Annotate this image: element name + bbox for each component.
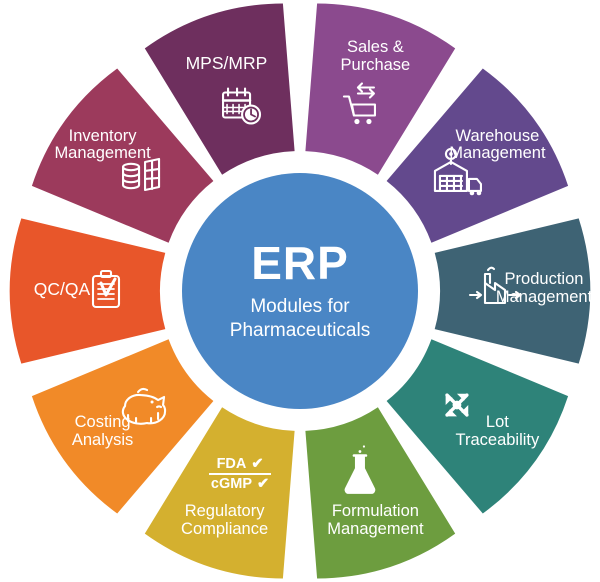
piggy-bank-icon	[121, 387, 167, 425]
clipboard-check-icon	[91, 269, 121, 309]
petal-lot-traceability[interactable]	[386, 339, 569, 514]
erlenmeyer-flask-icon	[344, 445, 376, 494]
four-way-arrows-icon	[445, 393, 469, 417]
petal-production-management[interactable]	[434, 218, 591, 364]
warehouse-truck-pin-icon	[433, 147, 482, 196]
petal-regulatory-compliance[interactable]	[144, 407, 295, 579]
petal-warehouse-management[interactable]	[386, 68, 569, 243]
petal-sales-purchase[interactable]	[305, 3, 456, 175]
factory-arrows-icon	[468, 266, 522, 305]
database-building-icon	[122, 157, 161, 192]
petal-qc-qa[interactable]	[9, 218, 166, 364]
petal-formulation-management[interactable]	[305, 407, 456, 579]
petal-inventory-management[interactable]	[31, 68, 214, 243]
calendar-clock-icon	[221, 87, 262, 125]
shopping-cart-exchange-icon	[342, 82, 376, 125]
petal-costing-analysis[interactable]	[31, 339, 214, 514]
petal-mps-mrp[interactable]	[144, 3, 295, 175]
center-circle	[182, 173, 418, 409]
